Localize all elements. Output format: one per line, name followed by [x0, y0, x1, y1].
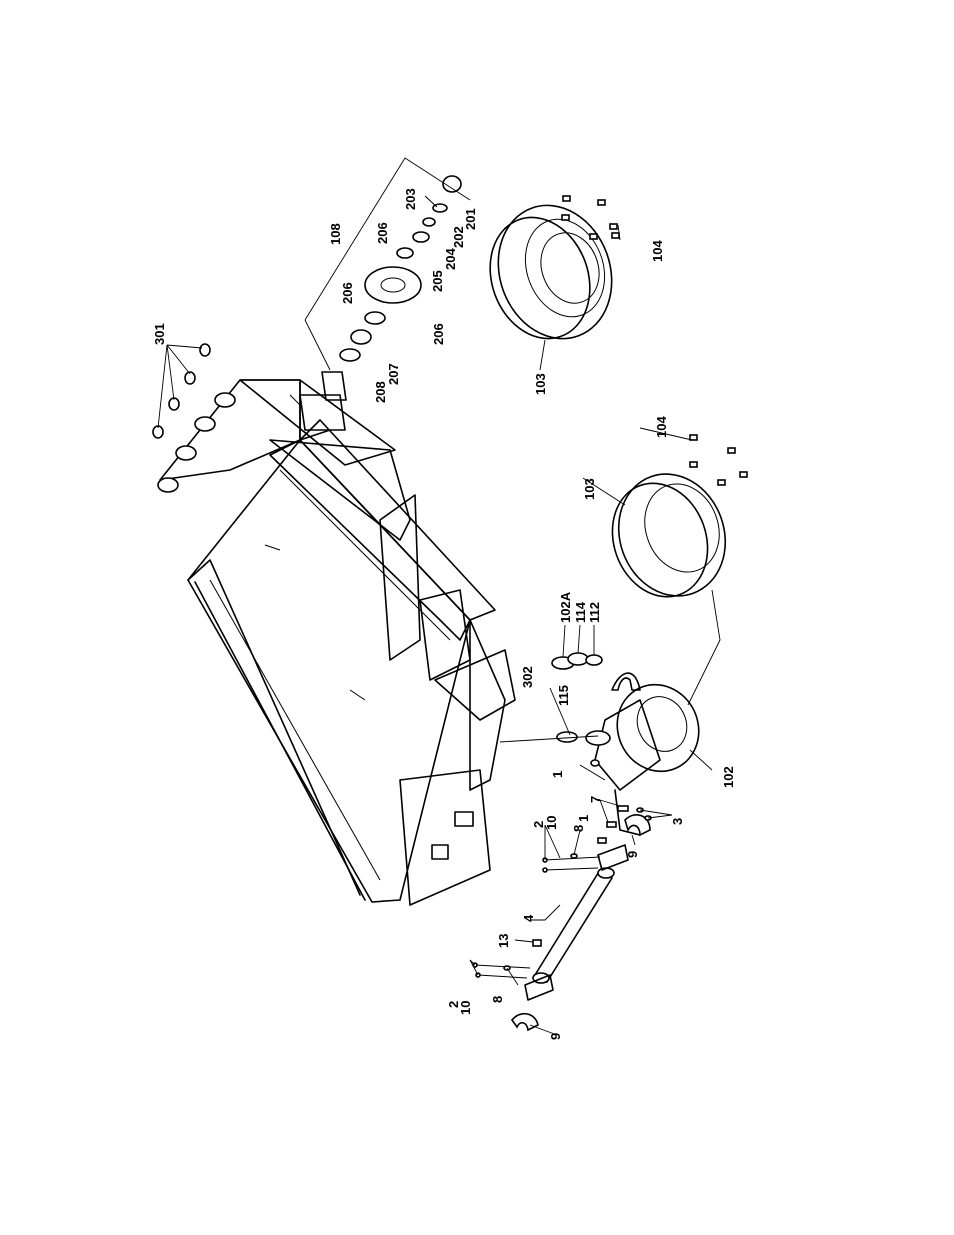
callout-10-lower: 10: [458, 1001, 473, 1015]
chassis-frame: [188, 420, 505, 905]
callout-9-lower: 9: [548, 1033, 563, 1040]
callout-206-mid: 206: [340, 282, 355, 304]
callout-7: 7: [588, 796, 603, 803]
callout-302: 302: [520, 666, 535, 688]
callout-108: 108: [328, 223, 343, 245]
callout-4: 4: [521, 914, 536, 922]
upper-wheel: [474, 189, 630, 354]
rear-frame: [158, 372, 515, 720]
callout-10-upper: 10: [544, 816, 559, 830]
callout-102A: 102A: [558, 591, 573, 623]
motor-wheel-leader: [688, 590, 720, 705]
callout-104-upper: 104: [650, 240, 665, 262]
callout-103-upper: 103: [533, 373, 548, 395]
callout-9-upper: 9: [625, 851, 640, 858]
callout-206-top: 206: [375, 222, 390, 244]
callout-207: 207: [386, 363, 401, 385]
lower-wheel-bolts: [690, 435, 747, 485]
callout-205: 205: [430, 270, 445, 292]
callout-103-lower: 103: [582, 478, 597, 500]
callout-labels: 301 108 203 206 206 206 205 204 202 201 …: [152, 188, 736, 1040]
callout-8-upper: 8: [571, 825, 586, 832]
callout-203: 203: [403, 188, 418, 210]
callout-201: 201: [463, 208, 478, 230]
callout-114: 114: [573, 601, 588, 623]
callout-115: 115: [556, 685, 571, 706]
callout-301: 301: [152, 323, 167, 345]
callout-204: 204: [443, 248, 458, 270]
callout-102: 102: [721, 766, 736, 788]
leader-lines: [470, 225, 712, 1035]
callout-1-upper: 1: [550, 771, 565, 778]
callout-8-lower: 8: [490, 996, 505, 1003]
callout-3: 3: [670, 818, 685, 825]
callout-1-lower: 1: [576, 815, 591, 822]
callout-104-lower: 104: [654, 416, 669, 438]
callout-112: 112: [587, 602, 602, 623]
callout-13: 13: [496, 934, 511, 948]
callout-206-low: 206: [431, 323, 446, 345]
